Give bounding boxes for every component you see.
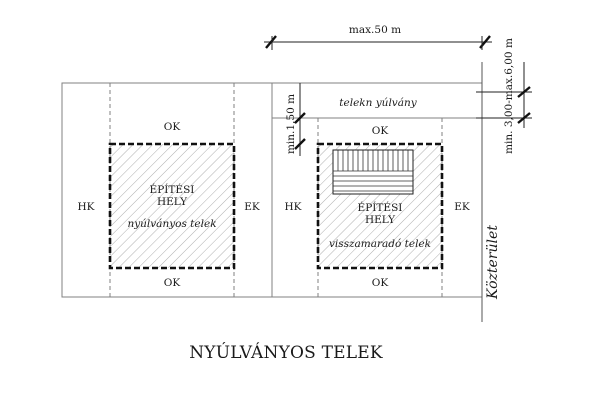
left-plot-type: nyúlványos telek (127, 218, 216, 230)
public-space-label: Közterület (485, 225, 501, 300)
left-setback-right: EK (244, 201, 260, 213)
street-width-dimension (476, 62, 532, 128)
left-building-zone (108, 142, 236, 270)
min-gap-label: min.1,50 m (285, 94, 297, 154)
right-setback-left: HK (284, 201, 301, 213)
right-setback-top: OK (372, 125, 389, 137)
left-setback-bottom: OK (164, 277, 181, 289)
right-setback-bottom: OK (372, 277, 389, 289)
left-setback-left: HK (77, 201, 94, 213)
left-building-label-2: HELY (157, 196, 188, 208)
street-width-label: min. 3,00-max.6,00 m (503, 38, 515, 154)
diagram-title: NYÚLVÁNYOS TELEK (189, 342, 383, 363)
left-building-label-1: ÉPÍTÉSI (150, 182, 195, 196)
right-plot-type: visszamaradó telek (329, 238, 431, 250)
right-building-label-2: HELY (365, 214, 396, 226)
extension-label: telekn yúlvány (339, 97, 417, 109)
left-setback-top: OK (164, 121, 181, 133)
right-building-label-1: ÉPÍTÉSI (358, 200, 403, 214)
existing-building (332, 149, 414, 195)
min-gap-dimension (294, 83, 306, 156)
right-setback-right: EK (454, 201, 470, 213)
max-length-label: max.50 m (349, 24, 401, 36)
max-length-dimension (264, 35, 492, 50)
